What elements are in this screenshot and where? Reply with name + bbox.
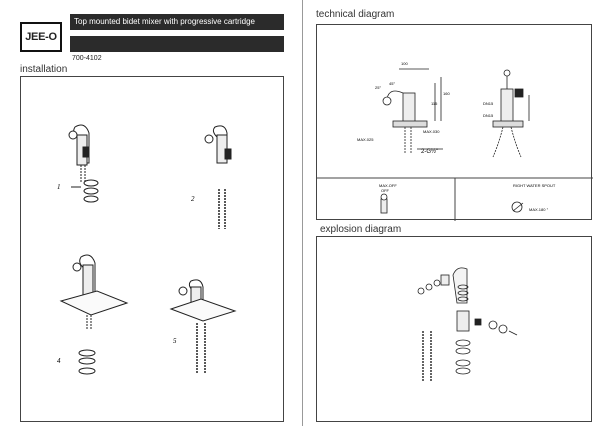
explosion-panel (316, 236, 592, 422)
logo-text: JEE-O (25, 31, 57, 43)
dim-height-b-label: 160 (443, 91, 450, 96)
product-subtitle-bar (70, 36, 284, 52)
installation-drawing: 1 2 4 5 (57, 124, 237, 375)
side-a-label: DN15 (483, 101, 494, 106)
max-b-label: MAX.030 (423, 129, 440, 134)
explosion-drawing (417, 267, 518, 381)
technical-panel: 100 115 160 MAX.030 MAX.025 2-G½" 25° 45… (316, 24, 593, 221)
technical-heading: technical diagram (316, 9, 395, 20)
dim-top-label: 100 (401, 61, 408, 66)
product-code: 700-4102 (72, 55, 102, 62)
step-4-label: 4 (57, 357, 61, 365)
step-1-label: 1 (57, 183, 61, 191)
page-divider (302, 0, 303, 426)
explosion-heading: explosion diagram (320, 224, 402, 235)
brand-logo: JEE-O (20, 22, 62, 52)
step-5-label: 5 (173, 337, 177, 345)
angle-a-label: 25° (375, 85, 381, 90)
spout-label: RIGHT WATER SPOUT (513, 183, 556, 188)
side-b-label: DN15 (483, 113, 494, 118)
warm-caption-label: OFF (381, 188, 390, 193)
step-2-label: 2 (191, 195, 195, 203)
product-title: Top mounted bidet mixer with progressive… (74, 17, 255, 26)
spout-max-label: MAX.180 ° (529, 207, 549, 212)
installation-panel: 1 2 4 5 (20, 76, 284, 422)
dim-height-a-label: 115 (431, 101, 438, 106)
technical-drawing: 100 115 160 MAX.030 MAX.025 2-G½" 25° 45… (317, 61, 593, 221)
warm-off-label: MAX.OFF (379, 183, 397, 188)
max-a-label: MAX.025 (357, 137, 374, 142)
thread-label: 2-G½" (421, 148, 438, 155)
installation-heading: installation (20, 64, 68, 75)
angle-b-label: 45° (389, 81, 395, 86)
product-title-bar: Top mounted bidet mixer with progressive… (70, 14, 284, 30)
